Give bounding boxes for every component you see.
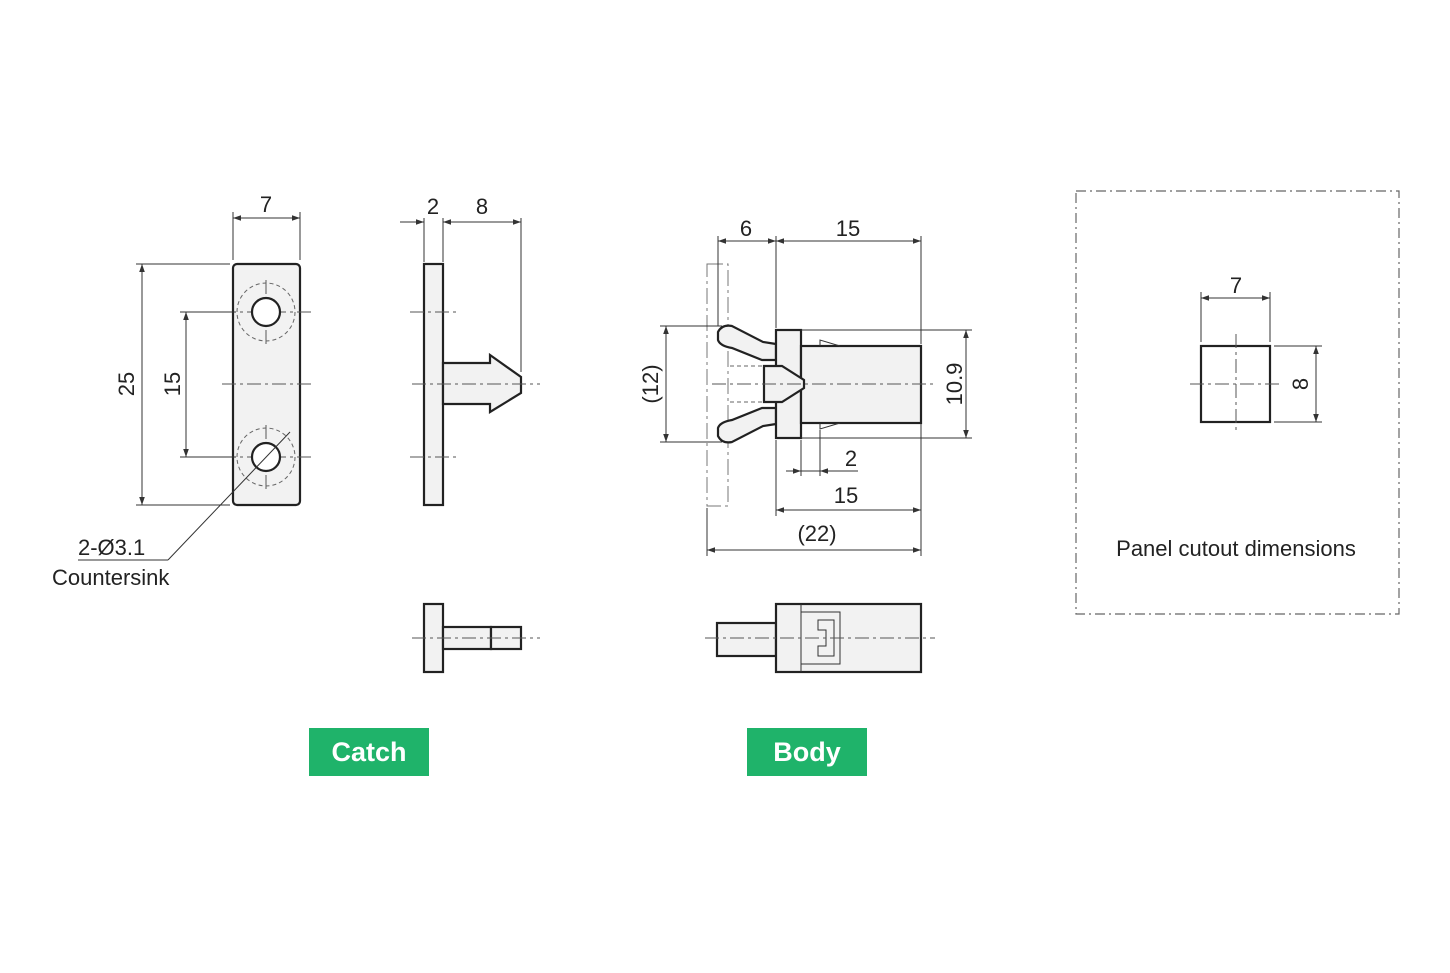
body-jaw-height-dimension: (12) [638, 325, 722, 443]
cutout-width-label: 7 [1230, 273, 1242, 298]
hole-note-diameter: 2-Ø3.1 [78, 535, 145, 560]
panel-cutout-frame: 7 8 Panel cutout dimensions [1075, 190, 1400, 615]
catch-thickness-label: 2 [427, 194, 439, 219]
body-height-dimension: 10.9 [801, 329, 972, 439]
body-length-lower-label: 15 [834, 483, 858, 508]
body-badge: Body [747, 728, 867, 776]
catch-width-label: 7 [260, 192, 272, 217]
body-bottom-view [705, 602, 935, 674]
catch-thickness-dimension: 2 8 [400, 194, 522, 372]
catch-front-view [222, 262, 312, 507]
catch-bottom-view [412, 602, 540, 674]
hole-note-countersink: Countersink [52, 565, 170, 590]
body-height-label: 10.9 [942, 363, 967, 406]
catch-hole-pitch-label: 15 [160, 372, 185, 396]
body-overall-length-label: (22) [797, 521, 836, 546]
body-step-label: 2 [845, 446, 857, 471]
body-top-dimensions: 6 15 [717, 216, 922, 344]
catch-hole-leader: 2-Ø3.1 Countersink [52, 431, 291, 590]
body-side-view [706, 263, 935, 507]
catch-pin-length-label: 8 [476, 194, 488, 219]
catch-badge: Catch [309, 728, 429, 776]
catch-height-label: 25 [114, 372, 139, 396]
catch-height-dimension: 25 [114, 263, 230, 506]
body-jaw-height-label: (12) [638, 364, 663, 403]
catch-hole-pitch-dimension: 15 [160, 311, 236, 458]
cutout-height-label: 8 [1288, 378, 1313, 390]
catch-side-view [410, 262, 540, 507]
body-bottom-dimensions: 2 15 (22) [706, 424, 922, 556]
cutout-title: Panel cutout dimensions [1116, 536, 1356, 561]
catch-width-dimension: 7 [232, 192, 301, 260]
body-length-label: 15 [836, 216, 860, 241]
body-flange-offset-label: 6 [740, 216, 752, 241]
